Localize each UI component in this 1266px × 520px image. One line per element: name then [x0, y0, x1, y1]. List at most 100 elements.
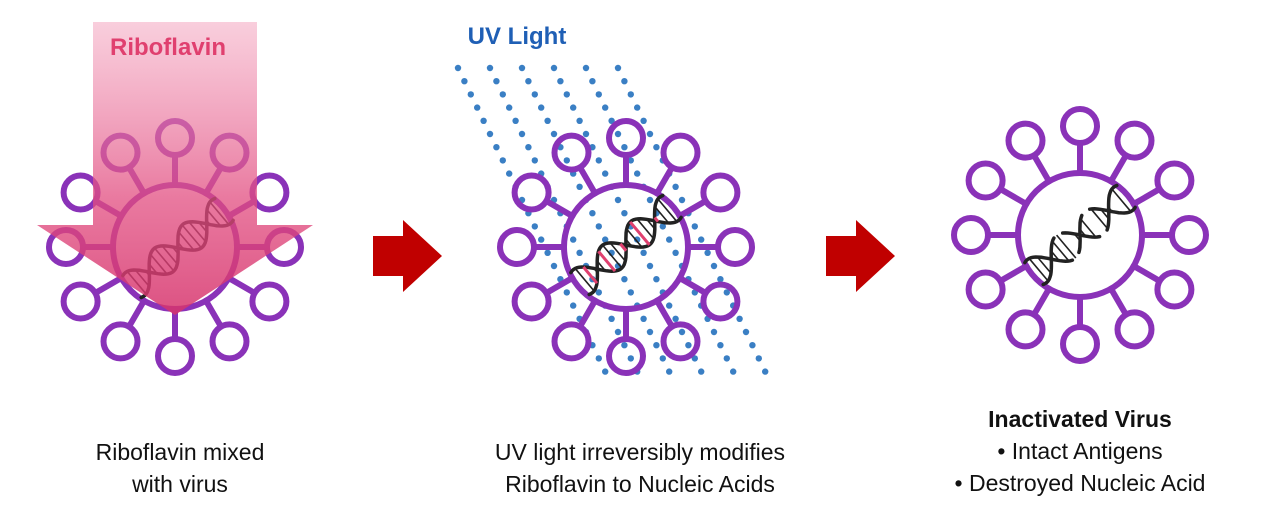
caption-line: • Intact Antigens: [997, 438, 1163, 464]
virus-capsid: [561, 182, 691, 312]
base-pair: [1079, 228, 1087, 237]
spike-knob: [1114, 309, 1155, 350]
spike-stem: [1108, 285, 1129, 318]
uv-dot: [653, 342, 660, 349]
uv-dot: [518, 130, 526, 138]
spike-stem: [1108, 152, 1129, 185]
spike-knob: [100, 321, 141, 362]
uv-dot: [614, 196, 622, 204]
uv-dot: [582, 130, 590, 138]
spike-knob: [1005, 120, 1046, 161]
spike-knob: [511, 281, 552, 322]
spike-knob: [700, 281, 741, 322]
base-pair: [593, 267, 598, 273]
uv-dot: [640, 249, 647, 256]
base-pair: [626, 228, 643, 248]
uv-dot: [678, 196, 686, 204]
spike-knob: [1060, 324, 1100, 364]
caption-line: Riboflavin to Nucleic Acids: [505, 471, 775, 497]
step-3-caption: Inactivated Virus • Intact Antigens • De…: [900, 403, 1260, 499]
uv-dot: [480, 117, 487, 125]
base-pair: [1090, 208, 1109, 230]
uv-dot: [621, 144, 628, 151]
uv-dot: [506, 104, 513, 111]
spike-stem: [654, 297, 675, 330]
uv-dot: [742, 328, 750, 336]
uv-dot: [550, 64, 558, 72]
uv-dot: [474, 104, 481, 111]
uv-dot: [672, 183, 679, 190]
uv-dot: [666, 302, 673, 309]
uv-dot: [646, 130, 654, 138]
base-pair: [653, 216, 660, 223]
spike-stem: [997, 186, 1030, 207]
uv-dot: [525, 78, 532, 85]
caption-line: with virus: [132, 471, 228, 497]
spike-stem: [1031, 285, 1052, 318]
spike-knob: [965, 160, 1006, 201]
uv-dot: [710, 262, 718, 270]
uv-dot: [640, 117, 647, 125]
uv-dot: [602, 368, 609, 375]
uv-dot: [595, 223, 602, 230]
uv-dot: [531, 157, 538, 164]
base-pair: [596, 260, 606, 272]
base-pair: [629, 220, 651, 246]
spike-knob: [1154, 160, 1195, 201]
spike-knob: [155, 336, 195, 376]
spike-stem: [577, 297, 598, 330]
uv-dot: [621, 78, 628, 85]
dna-strand: [569, 215, 683, 275]
uv-dot: [730, 368, 737, 375]
uv-dot: [499, 157, 506, 164]
uv-dot: [531, 223, 538, 230]
spike-knob: [606, 118, 646, 158]
spike-stem: [126, 297, 147, 330]
spike-knob: [249, 281, 290, 322]
base-pair: [625, 238, 633, 247]
uv-dot: [595, 157, 602, 164]
uv-dot: [493, 144, 500, 151]
base-pair: [1055, 234, 1077, 259]
uv-dot: [563, 157, 570, 164]
uv-dot: [576, 183, 583, 190]
spike-knob: [606, 336, 646, 376]
uv-light-label: UV Light: [468, 23, 567, 50]
spike-knob: [209, 321, 250, 362]
uv-dot: [627, 289, 634, 296]
spike-stem: [997, 263, 1030, 284]
uv-dot: [602, 104, 609, 111]
base-pair: [1050, 250, 1060, 262]
uv-dot: [627, 157, 634, 164]
uv-dot: [454, 64, 462, 72]
spike-stem: [543, 275, 576, 296]
uv-dot: [582, 64, 590, 72]
uv-dot: [531, 91, 538, 98]
base-pair: [654, 206, 670, 224]
uv-dot: [595, 355, 602, 362]
uv-dot: [614, 130, 622, 138]
spike-stem: [1130, 263, 1163, 284]
uv-dot: [621, 210, 628, 217]
uv-dot: [646, 262, 654, 270]
spike-knob: [1169, 215, 1209, 255]
uv-dot: [506, 170, 513, 177]
spike-knob: [1154, 269, 1195, 310]
uv-dot: [678, 328, 686, 336]
virus-capsid: [1015, 170, 1145, 300]
uv-dot: [691, 223, 698, 230]
spike-knob: [1005, 309, 1046, 350]
uv-dot: [614, 328, 622, 336]
spike-stem: [203, 297, 224, 330]
base-pair: [597, 250, 617, 273]
uv-dot: [627, 91, 634, 98]
uv-light-rays: [454, 64, 769, 375]
uv-dot: [723, 289, 730, 296]
uv-dot: [602, 170, 609, 177]
uv-dot: [461, 78, 468, 85]
spike-knob: [660, 132, 701, 173]
base-pair: [619, 242, 628, 252]
spike-stem: [1031, 152, 1052, 185]
uv-dot: [627, 355, 634, 362]
